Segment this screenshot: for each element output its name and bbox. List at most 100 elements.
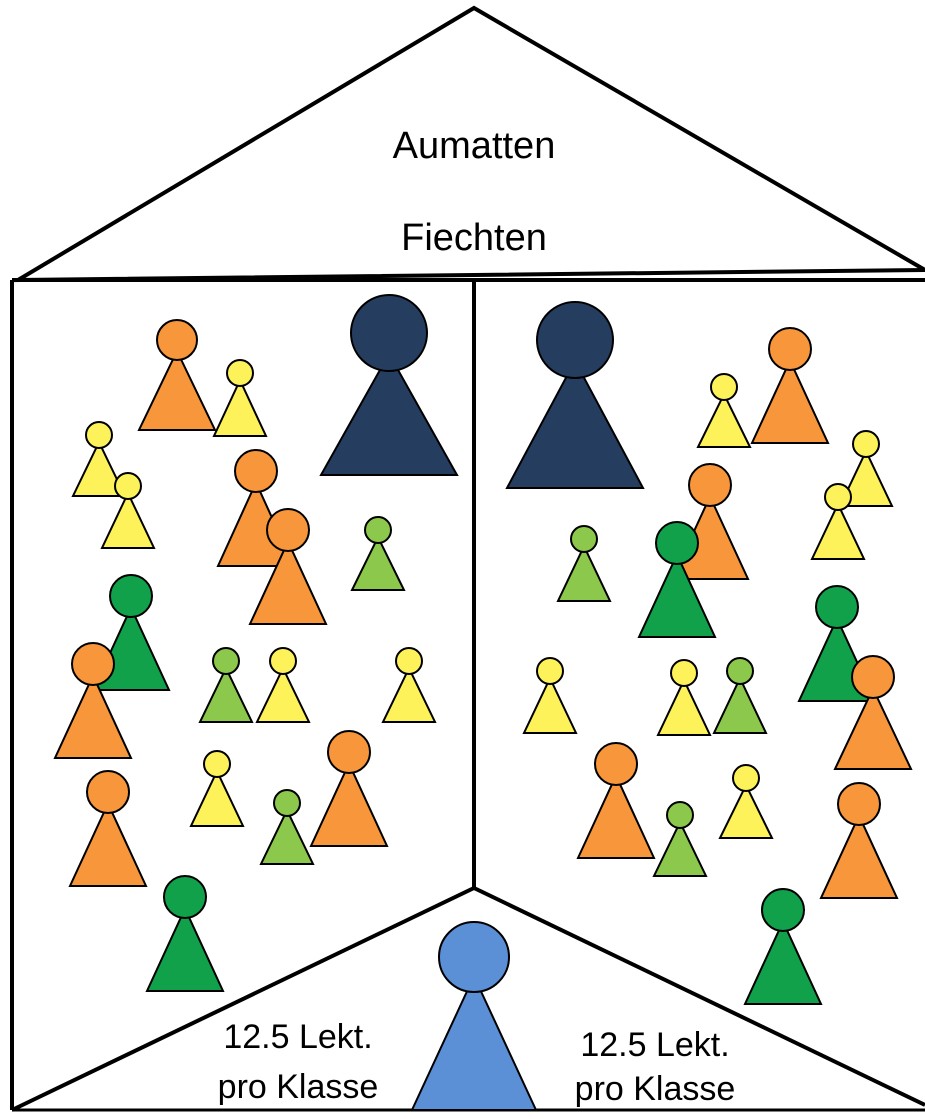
light-green-figure-head (212, 647, 240, 675)
yellow-figure-head (203, 750, 231, 778)
yellow-figure (255, 647, 311, 723)
yellow-figure-body (810, 501, 866, 560)
navy-figure-body (505, 358, 645, 489)
dark-green-figure-head (815, 585, 859, 629)
dark-green-figure-head (109, 574, 153, 618)
yellow-figure-head (395, 647, 423, 675)
navy-figure-head (350, 294, 428, 372)
yellow-figure-head (670, 659, 698, 687)
yellow-figure-body (381, 665, 437, 723)
orange-figure-head (837, 782, 881, 826)
light-green-figure-body (350, 534, 406, 591)
yellow-figure-body (255, 665, 311, 723)
orange-figure (833, 655, 913, 770)
dark-green-figure-head (761, 888, 805, 932)
orange-figure (576, 742, 656, 859)
light-green-figure-head (726, 657, 754, 685)
yellow-figure (718, 764, 774, 839)
yellow-figure (522, 657, 578, 734)
dark-green-figure-body (637, 552, 717, 638)
orange-figure-head (688, 463, 732, 507)
yellow-figure-body (656, 677, 712, 736)
orange-figure-body (576, 773, 656, 859)
yellow-figure-head (85, 421, 113, 449)
yellow-figure (100, 472, 156, 549)
orange-figure-head (156, 319, 198, 361)
orange-figure-body (819, 813, 899, 899)
yellow-figure (838, 430, 894, 507)
orange-figure-head (234, 449, 278, 493)
orange-figure-body (53, 673, 133, 759)
left-per-class-label: pro Klasse (218, 1068, 379, 1106)
yellow-figure-body (696, 391, 752, 448)
orange-figure-head (86, 770, 130, 814)
floor-left-slope (11, 886, 475, 1112)
yellow-figure (810, 483, 866, 560)
orange-figure-head (327, 730, 371, 774)
yellow-figure-head (710, 373, 738, 401)
orange-figure-body (309, 761, 389, 847)
light-green-figure (652, 801, 708, 877)
orange-figure-head (266, 508, 310, 552)
yellow-figure-body (189, 768, 245, 827)
blue-figure (410, 921, 538, 1111)
light-green-figure-head (666, 801, 694, 829)
roof-label-fiechten: Fiechten (401, 217, 547, 259)
orange-figure-body (248, 539, 328, 625)
orange-figure-head (71, 642, 115, 686)
yellow-figure-body (100, 490, 156, 549)
light-green-figure-head (364, 516, 392, 544)
yellow-figure (212, 359, 268, 437)
orange-figure-head (851, 655, 895, 699)
light-green-figure-body (259, 807, 315, 865)
orange-figure (248, 508, 328, 625)
yellow-figure-body (522, 675, 578, 734)
right-lessons-label: 12.5 Lekt. (580, 1026, 729, 1064)
roof (10, 5, 925, 283)
navy-figure-head (536, 301, 614, 379)
orange-figure-body (68, 801, 148, 887)
yellow-figure (696, 373, 752, 448)
yellow-figure-body (718, 782, 774, 839)
dark-green-figure-head (163, 875, 207, 919)
dark-green-figure-body (145, 906, 225, 992)
yellow-figure (71, 421, 127, 497)
light-green-figure-body (556, 543, 612, 602)
orange-figure (309, 730, 389, 847)
orange-figure (53, 642, 133, 759)
yellow-figure (381, 647, 437, 723)
light-green-figure (712, 657, 768, 734)
light-green-figure-body (652, 819, 708, 877)
yellow-figure (189, 750, 245, 827)
light-green-figure-body (198, 665, 254, 723)
yellow-figure-head (732, 764, 760, 792)
yellow-figure-body (71, 439, 127, 497)
left-lessons-label: 12.5 Lekt. (223, 1018, 372, 1056)
light-green-figure (198, 647, 254, 723)
orange-figure (750, 327, 830, 444)
light-green-figure-head (273, 789, 301, 817)
orange-figure-head (594, 742, 638, 786)
orange-figure (137, 319, 217, 431)
dark-green-figure-head (655, 521, 699, 565)
yellow-figure-head (114, 472, 142, 500)
yellow-figure-body (838, 448, 894, 507)
floor-right-slope (473, 886, 925, 1107)
yellow-figure-head (536, 657, 564, 685)
yellow-figure-head (852, 430, 880, 458)
blue-figure-head (438, 921, 510, 993)
yellow-figure (656, 659, 712, 736)
orange-figure-body (137, 348, 217, 431)
blue-figure-body (410, 973, 538, 1111)
light-green-figure (259, 789, 315, 865)
yellow-figure-head (269, 647, 297, 675)
orange-figure (68, 770, 148, 887)
orange-figure-head (768, 327, 812, 371)
figures-layer (53, 294, 913, 1111)
yellow-figure-head (824, 483, 852, 511)
dark-green-figure (145, 875, 225, 992)
orange-figure-body (750, 358, 830, 444)
right-per-class-label: pro Klasse (575, 1070, 736, 1108)
